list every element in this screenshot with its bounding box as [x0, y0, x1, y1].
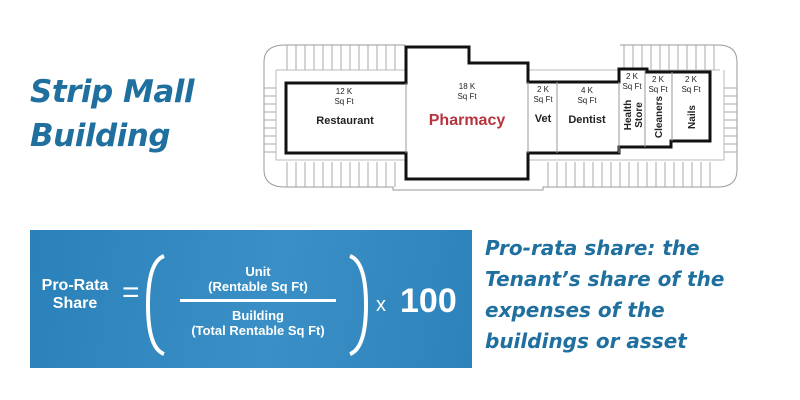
- description-line: Tenant’s share of the: [485, 267, 725, 291]
- unit-vet: Vet: [535, 113, 552, 125]
- title-line: Strip Mall: [30, 74, 195, 110]
- formula-lhs-line: Share: [52, 295, 98, 312]
- numerator: Unit (Rentable Sq Ft): [178, 264, 338, 294]
- strip-mall-floor-plan: 12 K Sq Ft Restaurant 18 K Sq Ft Pharmac…: [263, 44, 738, 191]
- unit-size: 4 K: [581, 86, 594, 95]
- parentheses: [145, 254, 369, 356]
- unit-size: 2 K: [685, 75, 698, 84]
- unit-health-store: Health: [623, 100, 634, 131]
- unit-health-store: Store: [634, 102, 645, 128]
- unit-size: 2 K: [652, 75, 665, 84]
- unit-size: 2 K: [537, 85, 550, 94]
- unit-size: Sq Ft: [457, 92, 477, 101]
- unit-size: 2 K: [626, 72, 639, 81]
- unit-size: 12 K: [336, 87, 353, 96]
- unit-size: Sq Ft: [533, 95, 553, 104]
- unit-size: Sq Ft: [577, 96, 597, 105]
- denominator-line: Building: [232, 308, 284, 323]
- denominator: Building (Total Rentable Sq Ft): [178, 308, 338, 338]
- unit-size: Sq Ft: [681, 85, 701, 94]
- unit-nails: Nails: [687, 105, 698, 129]
- times-sign: x: [376, 294, 386, 316]
- numerator-line: Unit: [245, 264, 271, 279]
- numerator-line: (Rentable Sq Ft): [208, 279, 308, 294]
- description-line: Pro-rata share: the: [485, 236, 700, 260]
- equals-sign: =: [122, 276, 140, 309]
- unit-pharmacy: Pharmacy: [429, 112, 506, 129]
- page-title: Strip Mall Building: [30, 70, 195, 158]
- unit-size: Sq Ft: [648, 85, 668, 94]
- denominator-line: (Total Rentable Sq Ft): [191, 323, 325, 338]
- description-line: buildings or asset: [485, 329, 687, 353]
- multiplier: 100: [400, 282, 457, 320]
- building-outline: [284, 45, 712, 181]
- unit-restaurant: Restaurant: [316, 115, 374, 127]
- formula-lhs-line: Pro-Rata: [41, 277, 109, 294]
- unit-size: 18 K: [459, 82, 476, 91]
- unit-dentist: Dentist: [568, 114, 606, 126]
- formula-lhs: Pro-Rata Share: [40, 277, 110, 313]
- unit-size: Sq Ft: [622, 82, 642, 91]
- unit-size: Sq Ft: [334, 97, 354, 106]
- description: Pro-rata share: the Tenant’s share of th…: [485, 233, 795, 357]
- pro-rata-formula: Pro-Rata Share = Unit (Rentable Sq Ft) B…: [30, 230, 472, 368]
- title-line: Building: [30, 118, 171, 154]
- fraction-bar: [180, 299, 336, 302]
- unit-cleaners: Cleaners: [654, 95, 665, 138]
- description-line: expenses of the: [485, 298, 665, 322]
